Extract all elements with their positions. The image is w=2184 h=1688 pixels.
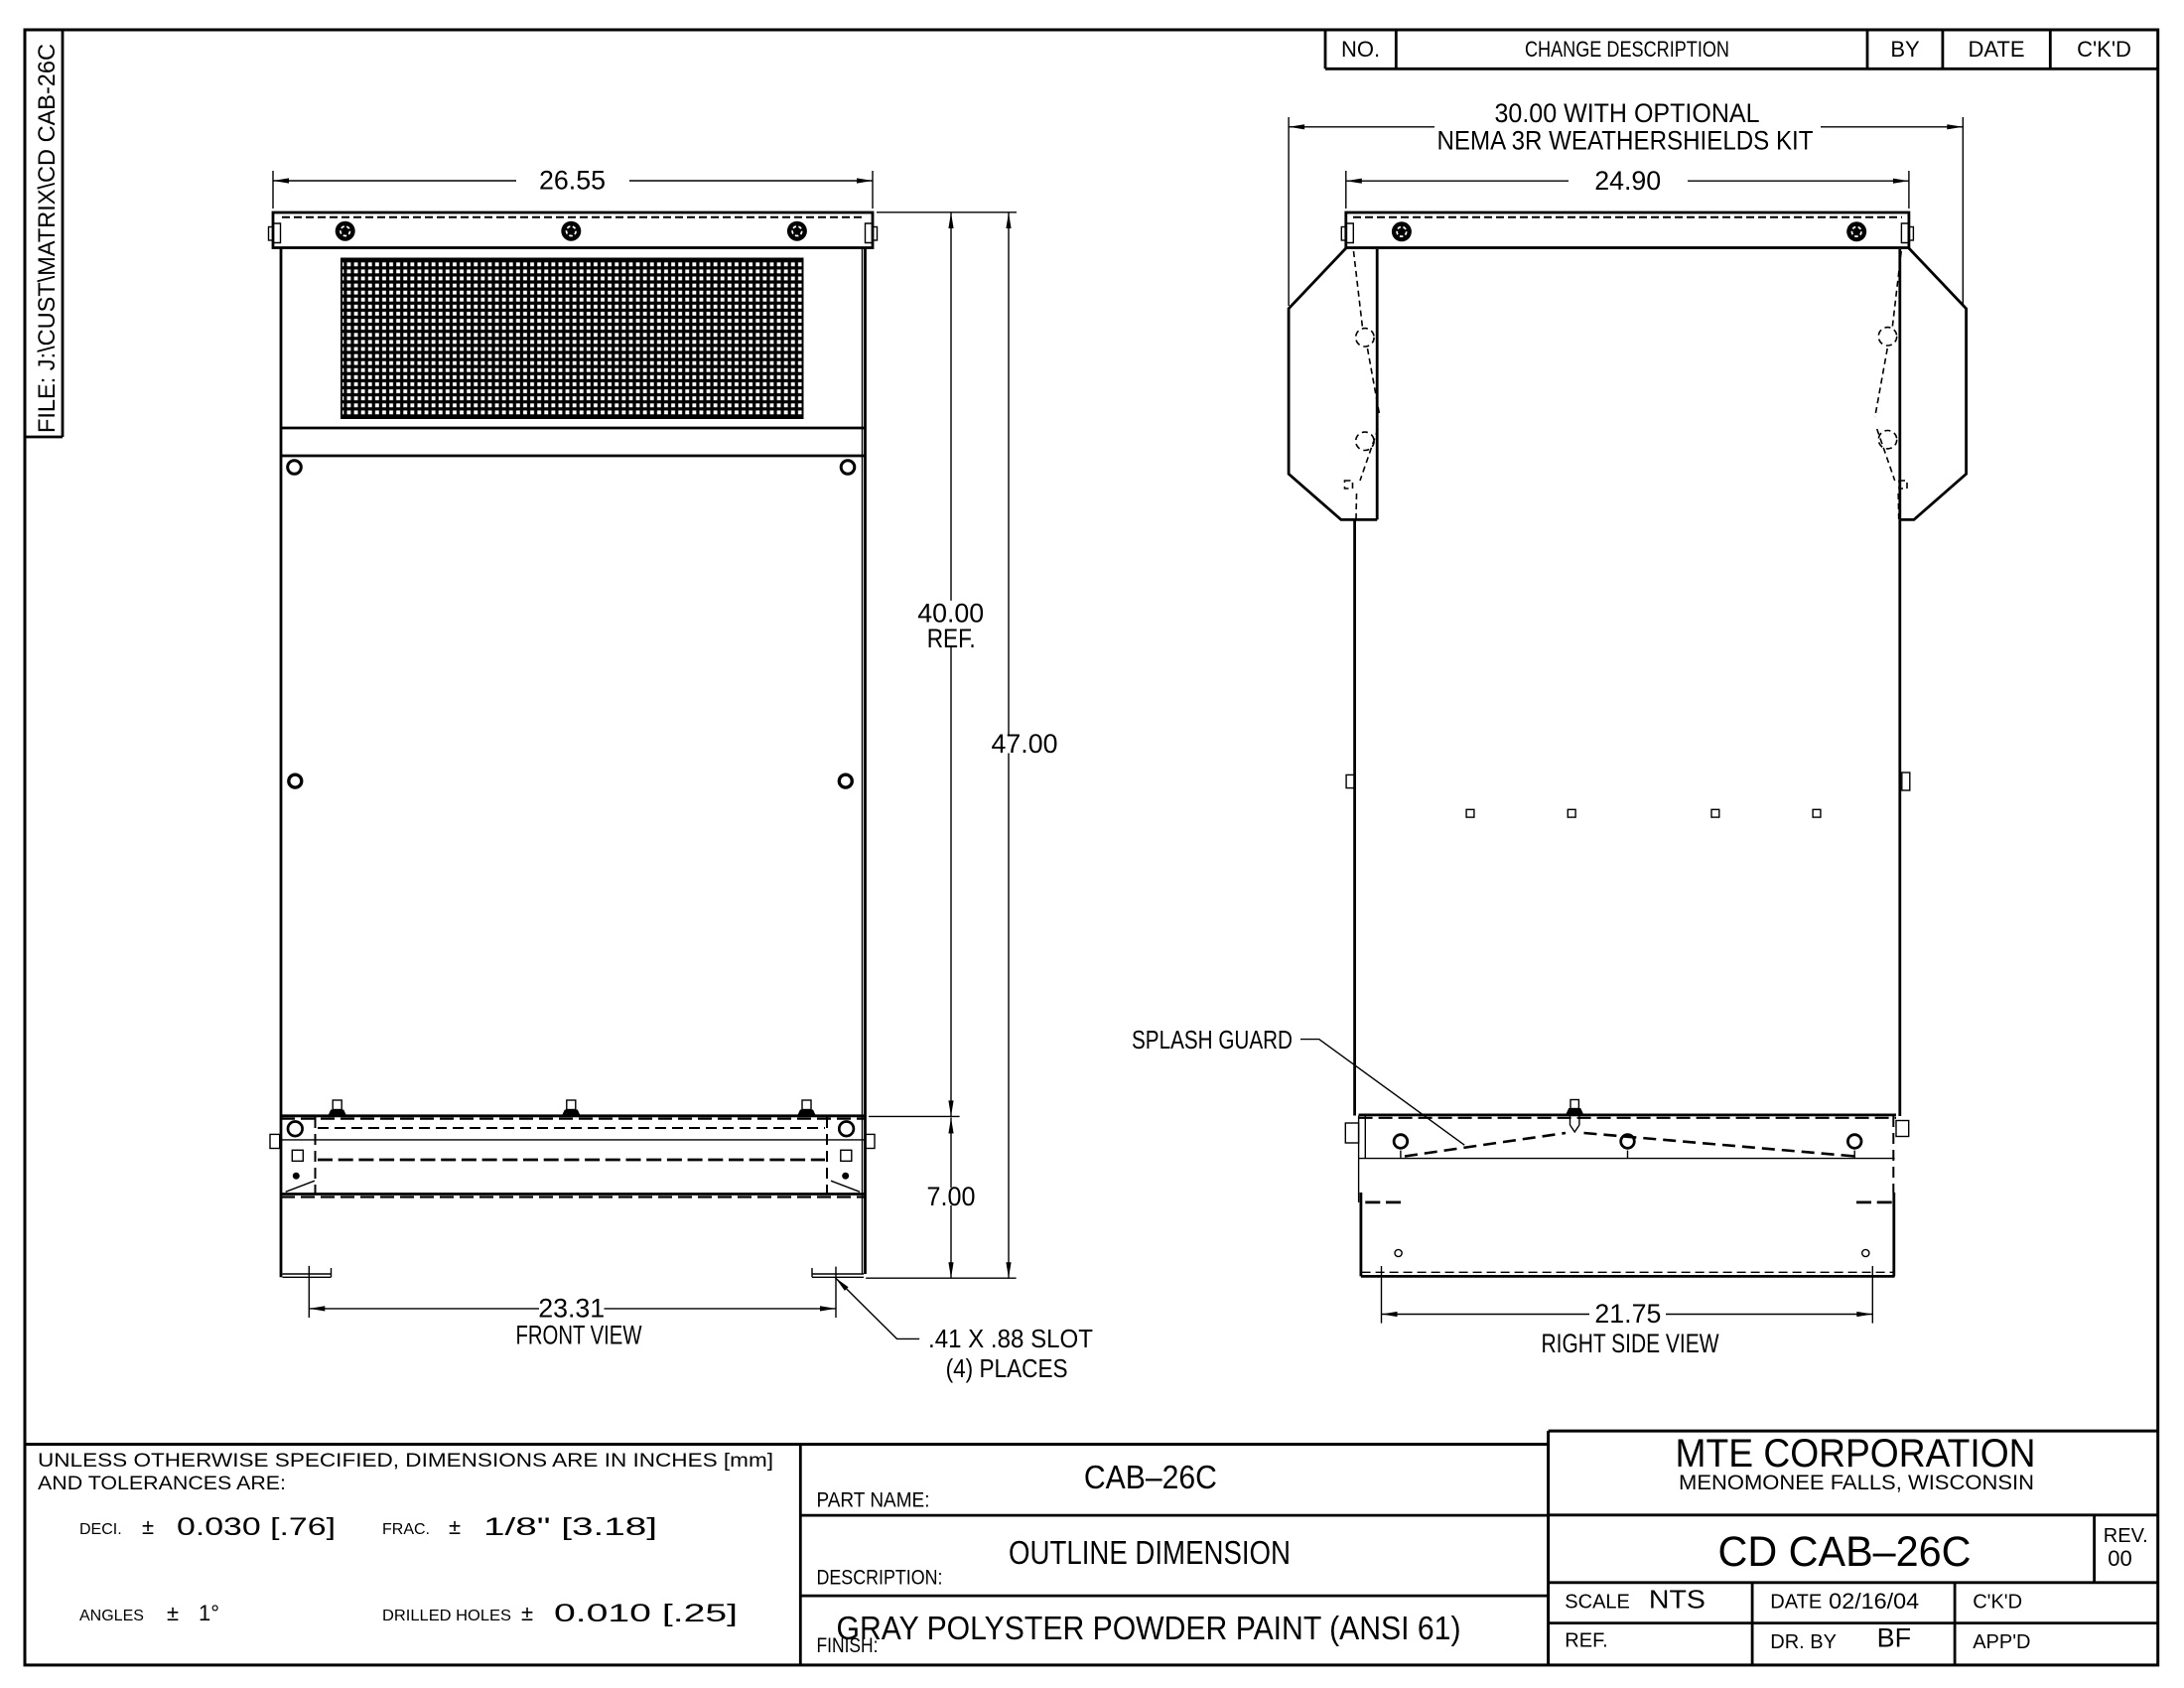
- svg-text:C'K'D: C'K'D: [1973, 1591, 2022, 1613]
- svg-text:02/16/04: 02/16/04: [1829, 1589, 1919, 1614]
- svg-text:00: 00: [2108, 1546, 2131, 1571]
- svg-text:0.030 [.76]: 0.030 [.76]: [177, 1513, 336, 1541]
- svg-text:24.90: 24.90: [1594, 166, 1661, 196]
- svg-text:AND TOLERANCES ARE:: AND TOLERANCES ARE:: [38, 1474, 286, 1494]
- svg-text:CD CAB–26C: CD CAB–26C: [1718, 1528, 1972, 1576]
- svg-text:MENOMONEE FALLS, WISCONSIN: MENOMONEE FALLS, WISCONSIN: [1679, 1472, 2034, 1494]
- svg-text:FINISH:: FINISH:: [817, 1634, 879, 1657]
- svg-text:.41 X .88 SLOT: .41 X .88 SLOT: [928, 1324, 1093, 1353]
- svg-text:23.31: 23.31: [538, 1293, 605, 1323]
- svg-text:1/8" [3.18]: 1/8" [3.18]: [483, 1513, 657, 1541]
- svg-text:1°: 1°: [199, 1601, 219, 1625]
- svg-text:40.00: 40.00: [917, 598, 984, 628]
- svg-text:CHANGE DESCRIPTION: CHANGE DESCRIPTION: [1525, 37, 1729, 62]
- svg-text:REV.: REV.: [2104, 1525, 2148, 1547]
- svg-text:SPLASH GUARD: SPLASH GUARD: [1132, 1025, 1293, 1055]
- svg-text:DRILLED HOLES: DRILLED HOLES: [382, 1608, 511, 1624]
- svg-text:C'K'D: C'K'D: [2077, 37, 2131, 62]
- svg-text:NEMA 3R WEATHERSHIELDS KIT: NEMA 3R WEATHERSHIELDS KIT: [1437, 126, 1814, 156]
- svg-text:MTE CORPORATION: MTE CORPORATION: [1676, 1432, 2036, 1476]
- svg-text:±: ±: [449, 1514, 461, 1539]
- svg-text:FRONT VIEW: FRONT VIEW: [516, 1321, 642, 1350]
- svg-text:NTS: NTS: [1649, 1584, 1706, 1614]
- svg-text:DATE: DATE: [1770, 1591, 1822, 1613]
- svg-text:SCALE: SCALE: [1565, 1591, 1630, 1613]
- svg-text:0.010 [.25]: 0.010 [.25]: [554, 1600, 738, 1627]
- svg-text:NO.: NO.: [1341, 37, 1380, 62]
- svg-text:DECI.: DECI.: [79, 1521, 122, 1538]
- svg-text:DATE: DATE: [1968, 37, 2024, 62]
- svg-text:26.55: 26.55: [539, 166, 606, 196]
- svg-text:FILE: J:\CUST\MATRIX\CD CAB-26: FILE: J:\CUST\MATRIX\CD CAB-26C: [34, 44, 61, 433]
- svg-text:30.00 WITH OPTIONAL: 30.00 WITH OPTIONAL: [1495, 98, 1760, 128]
- svg-text:APP'D: APP'D: [1973, 1631, 2030, 1653]
- svg-text:7.00: 7.00: [927, 1182, 976, 1211]
- svg-text:PART NAME:: PART NAME:: [817, 1489, 930, 1512]
- svg-text:±: ±: [521, 1601, 533, 1625]
- svg-text:BY: BY: [1890, 37, 1920, 62]
- svg-text:FRAC.: FRAC.: [382, 1521, 430, 1538]
- svg-text:47.00: 47.00: [992, 729, 1058, 759]
- svg-text:UNLESS OTHERWISE SPECIFIED, DI: UNLESS OTHERWISE SPECIFIED, DIMENSIONS A…: [38, 1451, 773, 1472]
- svg-text:(4) PLACES: (4) PLACES: [946, 1353, 1068, 1383]
- svg-text:BF: BF: [1877, 1623, 1912, 1653]
- svg-text:±: ±: [167, 1601, 179, 1625]
- svg-text:±: ±: [142, 1514, 154, 1539]
- svg-text:21.75: 21.75: [1594, 1299, 1661, 1329]
- svg-text:OUTLINE DIMENSION: OUTLINE DIMENSION: [1009, 1534, 1291, 1571]
- svg-text:CAB–26C: CAB–26C: [1084, 1459, 1217, 1495]
- svg-text:REF.: REF.: [1565, 1630, 1607, 1652]
- svg-text:RIGHT SIDE VIEW: RIGHT SIDE VIEW: [1542, 1329, 1719, 1358]
- svg-text:DESCRIPTION:: DESCRIPTION:: [817, 1567, 943, 1590]
- svg-text:DR. BY: DR. BY: [1770, 1631, 1837, 1653]
- svg-text:GRAY POLYSTER POWDER PAINT: GRAY POLYSTER POWDER PAINT (ANSI 61): [837, 1610, 1461, 1646]
- svg-text:REF.: REF.: [927, 624, 976, 653]
- svg-text:ANGLES: ANGLES: [79, 1608, 144, 1624]
